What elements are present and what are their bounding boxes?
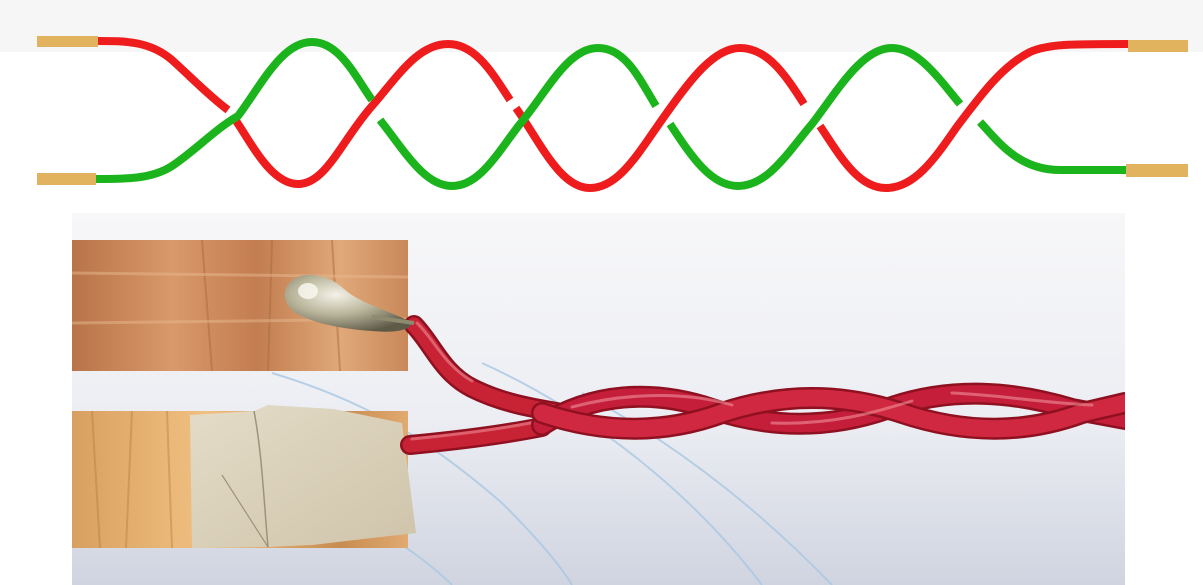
terminal-top-right xyxy=(1128,40,1188,52)
wire-a-strand xyxy=(98,41,1128,188)
terminal-top-left xyxy=(37,36,98,47)
insulation-tape xyxy=(190,405,416,548)
terminal-bottom-left xyxy=(37,173,96,185)
twisted-pair-schematic xyxy=(0,0,1203,205)
terminal-bottom-right xyxy=(1126,164,1188,177)
twisted-wire-photo xyxy=(72,213,1125,585)
